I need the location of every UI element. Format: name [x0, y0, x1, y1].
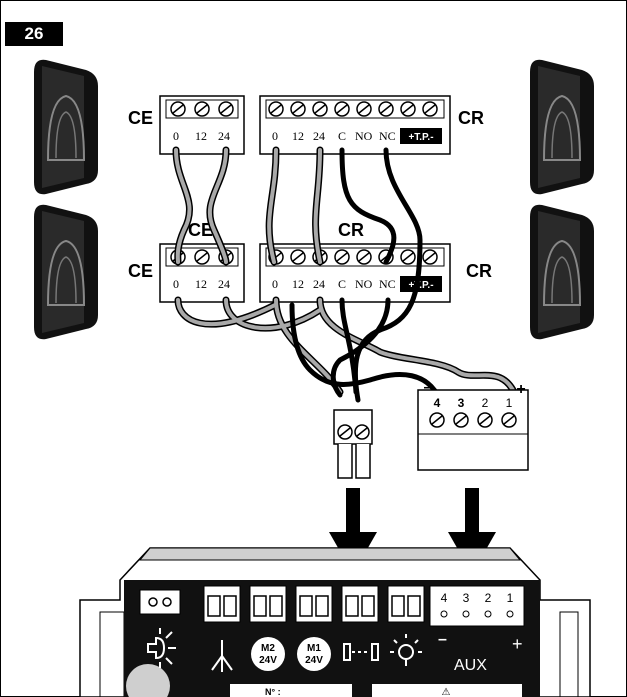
- aux-num-4: 4: [434, 396, 441, 410]
- aux-num-1: 1: [506, 396, 513, 410]
- motor-m2-label: M2: [261, 643, 275, 654]
- board-aux-minus: –: [438, 631, 447, 648]
- aux-plus: +: [516, 381, 525, 398]
- terminal-ce-bottom-0: 0: [173, 277, 179, 291]
- aux-num-2: 2: [482, 396, 489, 410]
- terminal-cr-top-nc: NC: [379, 129, 396, 143]
- board-aux-num-2: 2: [485, 591, 492, 605]
- board-aux-num-4: 4: [441, 591, 448, 605]
- board-aux-label: AUX: [454, 657, 487, 674]
- motor-m1-voltage: 24V: [305, 655, 323, 666]
- motor-m1-icon: M1 24V: [297, 637, 331, 671]
- terminal-ce-bottom-24: 24: [218, 277, 230, 291]
- terminal-cr-top-0: 0: [272, 129, 278, 143]
- terminal-ce-top-12: 12: [195, 129, 207, 143]
- photocell-label-ce-top: CE: [128, 108, 153, 128]
- board-aux-plus: +: [512, 634, 523, 654]
- terminal-cr-bottom-24: 24: [313, 277, 325, 291]
- photocell-cr-top: [529, 58, 595, 196]
- photocell-ce-top: [33, 58, 99, 196]
- terminal-cr-top-c: C: [338, 129, 346, 143]
- terminal-cr-top-24: 24: [313, 129, 325, 143]
- flashing-light-icon: [147, 628, 176, 668]
- photocell-ce-bottom: [33, 203, 99, 341]
- antenna-icon: [211, 640, 233, 672]
- aux-connector: 4 3 2 1 – +: [417, 379, 529, 471]
- terminal-ce-top-24: 24: [218, 129, 230, 143]
- board-aux-num-1: 1: [507, 591, 514, 605]
- terminal-cr-bottom-12: 12: [292, 277, 304, 291]
- aux-minus: –: [424, 379, 433, 396]
- terminal-block-ce-bottom: 0 12 24: [159, 243, 245, 303]
- figure-number: 26: [5, 22, 63, 46]
- photocell-icon: [343, 643, 379, 661]
- terminal-cr-bottom-0: 0: [272, 277, 278, 291]
- motor-m2-voltage: 24V: [259, 655, 277, 666]
- terminal-ce-top-0: 0: [173, 129, 179, 143]
- light-bulb-icon: [390, 634, 422, 666]
- plug-connector: [333, 409, 373, 479]
- terminal-cr-top-no: NO: [355, 129, 373, 143]
- photocell-label-ce-bottom: CE: [128, 261, 153, 281]
- terminal-cr-bottom-nc: NC: [379, 277, 396, 291]
- terminal-cr-bottom-no: NO: [355, 277, 373, 291]
- terminal-cr-bottom-tp: +T.P.-: [408, 280, 433, 291]
- board-aux-num-3: 3: [463, 591, 470, 605]
- motor-m1-label: M1: [307, 643, 321, 654]
- terminal-cr-bottom-c: C: [338, 277, 346, 291]
- warning-icon: ⚠: [442, 687, 451, 697]
- wires: [172, 146, 518, 403]
- aux-num-3: 3: [458, 396, 465, 410]
- terminal-cr-top-tp: +T.P.-: [408, 132, 433, 143]
- terminal-block-cr-top: 0 12 24 C NO NC +T.P.-: [259, 95, 451, 155]
- terminal-block-ce-top: 0 12 24: [159, 95, 245, 155]
- control-board: 4 3 2 1 M2 24V M1 24V: [79, 547, 591, 697]
- block-title-ce: CE: [188, 220, 213, 240]
- terminal-cr-top-12: 12: [292, 129, 304, 143]
- serial-number-label: N° :: [265, 687, 281, 697]
- motor-m2-icon: M2 24V: [251, 637, 285, 671]
- photocell-cr-bottom: [529, 203, 595, 341]
- block-title-cr: CR: [338, 220, 364, 240]
- photocell-label-cr-bottom: CR: [466, 261, 492, 281]
- terminal-ce-bottom-12: 12: [195, 277, 207, 291]
- photocell-label-cr-top: CR: [458, 108, 484, 128]
